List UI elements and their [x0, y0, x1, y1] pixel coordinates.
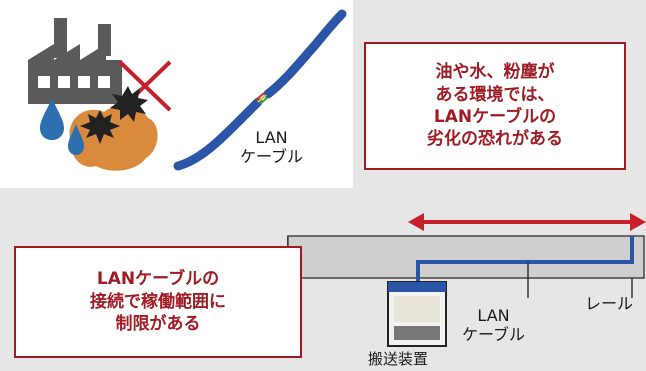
callout-bottom-line-2: 接続で稼働範囲に	[90, 291, 226, 312]
transport-cart-label: 搬送装置	[368, 350, 429, 368]
range-limit-callout: LANケーブルの 接続で稼働範囲に 制限がある	[14, 246, 302, 358]
lan-cable-label-bottom: LAN ケーブル	[462, 306, 525, 344]
lan-top-line-2: ケーブル	[240, 147, 304, 167]
rail-label: レール	[585, 294, 634, 313]
callout-bottom-line-3: 制限がある	[115, 314, 201, 335]
callout-top-line-2: ある環境では、	[435, 84, 555, 105]
lan-top-line-1: LAN	[255, 128, 288, 147]
callout-top-line-1: 油や水、粉塵が	[435, 62, 555, 83]
water-drop-icon	[40, 98, 84, 155]
lan-bottom-line-1: LAN	[477, 306, 510, 325]
double-arrow-icon	[408, 213, 646, 231]
degradation-warning-callout: 油や水、粉塵が ある環境では、 LANケーブルの 劣化の恐れがある	[364, 42, 626, 170]
callout-bottom-line-1: LANケーブルの	[96, 269, 220, 290]
factory-icon	[28, 18, 122, 104]
lan-bottom-line-2: ケーブル	[462, 325, 526, 345]
oil-splash-icon	[69, 105, 158, 171]
dust-burst-icon	[80, 86, 148, 144]
rail	[287, 235, 645, 279]
lan-cable-line	[416, 236, 634, 298]
callout-top-line-3: LANケーブルの	[433, 107, 557, 127]
lan-cable-label-top: LAN ケーブル	[240, 128, 303, 166]
callout-top-line-4: 劣化の恐れがある	[427, 129, 563, 150]
damaged-cable-icon	[173, 9, 347, 171]
transport-cart-icon	[387, 281, 447, 347]
